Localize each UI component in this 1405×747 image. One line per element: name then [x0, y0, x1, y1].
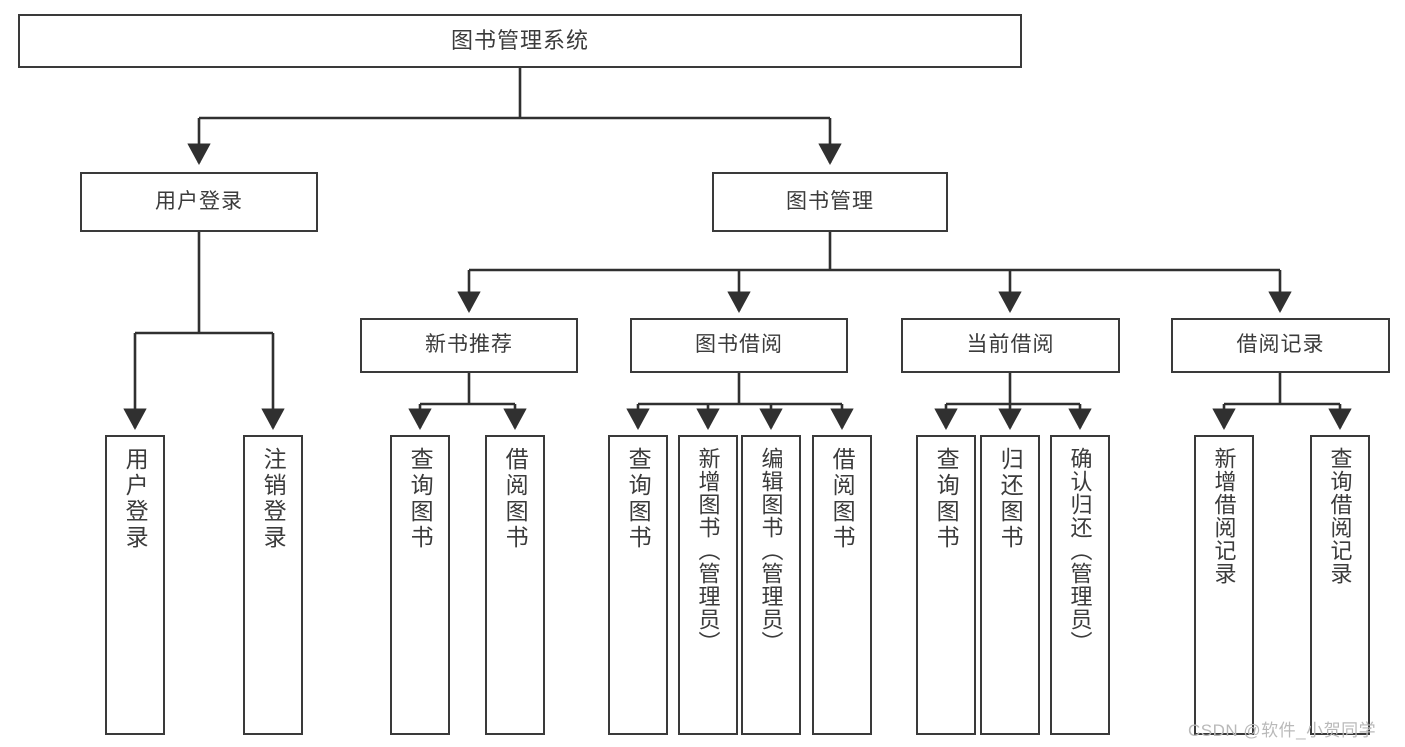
leaf-current-borrow-confirm-return[interactable]: 确认归还（管理员）	[1050, 435, 1110, 735]
leaf-book-borrow-query[interactable]: 查询图书	[608, 435, 668, 735]
node-borrow-record[interactable]: 借阅记录	[1171, 318, 1390, 373]
node-book-management[interactable]: 图书管理	[712, 172, 948, 232]
leaf-user-login-login[interactable]: 用户登录	[105, 435, 165, 735]
leaf-current-borrow-query[interactable]: 查询图书	[916, 435, 976, 735]
leaf-book-borrow-edit[interactable]: 编辑图书（管理员）	[741, 435, 801, 735]
node-label: 编辑图书（管理员）	[758, 447, 784, 654]
node-label: 用户登录	[155, 189, 243, 213]
node-label: 查询图书	[625, 447, 652, 551]
watermark-text: CSDN @软件_小贺同学	[1188, 721, 1377, 740]
node-user-login[interactable]: 用户登录	[80, 172, 318, 232]
node-label: 借阅图书	[502, 447, 529, 551]
node-label: 当前借阅	[966, 333, 1055, 357]
leaf-new-book-query[interactable]: 查询图书	[390, 435, 450, 735]
leaf-borrow-record-add[interactable]: 新增借阅记录	[1194, 435, 1254, 735]
node-label: 新书推荐	[425, 333, 513, 357]
node-label: 新增借阅记录	[1211, 447, 1237, 585]
node-book-borrow[interactable]: 图书借阅	[630, 318, 848, 373]
node-label: 查询借阅记录	[1327, 447, 1353, 585]
node-label: 借阅图书	[829, 447, 856, 551]
node-current-borrow[interactable]: 当前借阅	[901, 318, 1120, 373]
node-root-system[interactable]: 图书管理系统	[18, 14, 1022, 68]
leaf-book-borrow-borrow[interactable]: 借阅图书	[812, 435, 872, 735]
node-label: 用户登录	[122, 447, 149, 551]
leaf-user-login-logout[interactable]: 注销登录	[243, 435, 303, 735]
node-label: 归还图书	[997, 447, 1024, 551]
leaf-book-borrow-add[interactable]: 新增图书（管理员）	[678, 435, 738, 735]
node-label: 注销登录	[260, 447, 287, 551]
leaf-new-book-borrow[interactable]: 借阅图书	[485, 435, 545, 735]
node-new-book-recommend[interactable]: 新书推荐	[360, 318, 578, 373]
leaf-borrow-record-query[interactable]: 查询借阅记录	[1310, 435, 1370, 735]
node-label: 确认归还（管理员）	[1067, 447, 1093, 654]
node-label: 查询图书	[933, 447, 960, 551]
node-label: 图书管理	[786, 189, 874, 213]
node-label: 借阅记录	[1236, 333, 1325, 357]
node-label: 新增图书（管理员）	[695, 447, 721, 654]
leaf-current-borrow-return[interactable]: 归还图书	[980, 435, 1040, 735]
node-label: 查询图书	[407, 447, 434, 551]
node-label: 图书管理系统	[450, 28, 589, 54]
node-label: 图书借阅	[695, 333, 783, 357]
